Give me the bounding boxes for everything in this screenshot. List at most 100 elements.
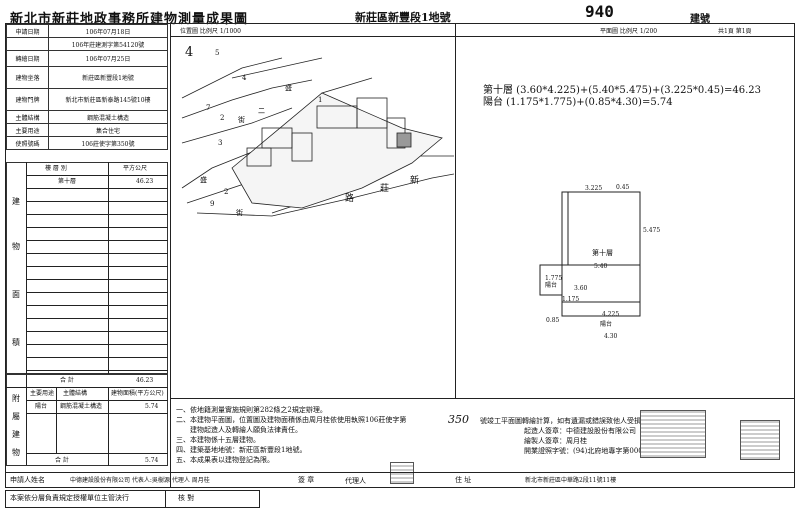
building-number: 940 <box>585 2 614 21</box>
vertical-label: 建 <box>12 430 20 439</box>
table-row: 建物坐落新莊區新豐段1地號 <box>6 66 168 89</box>
frame-divider <box>170 23 171 488</box>
plot-number: 2 <box>224 188 229 196</box>
vertical-label: 物 <box>12 242 20 251</box>
grid-line <box>26 331 168 332</box>
road-label: 盛 <box>285 84 292 92</box>
road-label: 街 <box>236 209 243 217</box>
total-value: 46.23 <box>136 377 154 384</box>
table-row: 建物門牌新北市新莊區新泰路145號10樓 <box>6 88 168 111</box>
road-label: 盛 <box>200 176 207 184</box>
annex-use: 陽台 <box>35 403 48 410</box>
balcony-label: 陽台 <box>545 282 558 289</box>
floor-header: 樓 層 別 <box>45 165 67 172</box>
annex-line <box>6 387 168 388</box>
page-indicator: 共1頁 第1頁 <box>718 28 752 35</box>
annex-total-value: 5.74 <box>145 457 159 464</box>
road-label: 新 <box>410 176 420 186</box>
grid-line <box>26 253 168 254</box>
dim-label: 0.85 <box>546 317 560 324</box>
notes-right: 號竣工平面圖轉繪計算，如有遺漏或錯誤致他人受損害者， 起造人簽章：中德建設股份有… <box>480 416 663 456</box>
dim-label: 5.40 <box>594 263 608 270</box>
land-section: 新莊區新豐段1地號 <box>355 11 451 24</box>
area-formula-floor: 第十層 (3.60*4.225)+(5.40*5.475)+(3.225*0.4… <box>483 85 762 96</box>
grid-line <box>26 266 168 267</box>
annex-total-label: 合 計 <box>55 457 69 464</box>
grid-line <box>26 188 168 189</box>
area-col-line-2 <box>108 162 109 374</box>
dim-label: 4.30 <box>604 333 618 340</box>
outer-frame <box>5 23 795 488</box>
agent-label: 代理人 <box>345 477 366 485</box>
footer-line <box>5 472 795 473</box>
notes-block: 一、依地籍測量實施規則第282條之2規定辦理。 二、本建物平面圖，位置圖及建物面… <box>176 405 406 465</box>
note-line: 五、本成果表以建物登記為限。 <box>176 456 274 464</box>
plot-number: 3 <box>218 139 223 147</box>
road-label: 街 <box>238 116 245 124</box>
annex-section <box>6 374 168 466</box>
personal-seal <box>740 420 780 460</box>
grid-line <box>26 227 168 228</box>
note-line: 一、依地籍測量實施規則第282條之2規定辦理。 <box>176 406 327 414</box>
floor-name: 第十層 <box>58 178 77 185</box>
annex-header-structure: 主體結構 <box>63 390 88 397</box>
verify-label: 核 對 <box>178 494 195 502</box>
area-header: 平方公尺 <box>123 165 148 172</box>
applicant-seal <box>390 462 414 484</box>
bottom-box <box>5 490 260 508</box>
annex-line <box>26 453 168 454</box>
table-row: 106年莊建測字第54120號 <box>6 37 168 51</box>
note-line: 開業證照字號：(94)北府地專字第000648號 <box>524 447 664 455</box>
plan-legend: 平面圖 比例尺 1/200 <box>600 28 658 35</box>
grid-line <box>26 357 168 358</box>
vertical-label: 積 <box>12 338 20 347</box>
dim-label: 4.225 <box>602 311 620 318</box>
grid-line <box>26 240 168 241</box>
note-line: 號竣工平面圖轉繪計算，如有遺漏或錯誤致他人受損害者， <box>480 417 662 425</box>
annex-area: 5.74 <box>145 403 159 410</box>
balcony-label-2: 陽台 <box>600 321 613 328</box>
total-label: 合 計 <box>60 377 74 384</box>
annex-header-use: 主要用途 <box>30 390 55 397</box>
vertical-label: 物 <box>12 448 20 457</box>
table-row: 主體結構鋼筋混凝土構造 <box>6 110 168 124</box>
road-label: 莊 <box>380 184 390 194</box>
authorization-note: 本案依分層負責規定授權單位主管決行 <box>10 494 129 502</box>
road-label: 路 <box>345 194 355 204</box>
address-value: 新北市新莊區中華路2段11號11樓 <box>525 477 617 484</box>
plot-number: 4 <box>185 45 194 60</box>
note-line: 三、本建物係十五層建物。 <box>176 436 260 444</box>
bottom-divider <box>165 490 166 508</box>
floor-plan-label: 第十層 <box>592 249 613 257</box>
grid-line <box>26 279 168 280</box>
note-line: 建物起造人及轉繪人願負法律責任。 <box>176 426 302 434</box>
annex-header-area: 建物面積(平方公尺) <box>111 390 164 397</box>
map-legend: 位置圖 比例尺 1/1000 <box>180 28 241 35</box>
dim-label: 1.175 <box>562 296 580 303</box>
floor-plan <box>539 191 641 317</box>
annex-line <box>26 413 168 414</box>
grid-line <box>26 344 168 345</box>
grid-line <box>26 175 168 176</box>
note-line: 二、本建物平面圖，位置圖及建物面積係由周月桂依使用執照106莊使字第 <box>176 416 407 424</box>
applicant-value: 中德建設股份有限公司 代表人:吳樹源 代理人 周月桂 <box>70 477 210 484</box>
area-section <box>6 162 168 374</box>
map-plan-divider <box>455 23 456 398</box>
plot-number: 4 <box>242 74 247 82</box>
company-seal <box>640 410 706 458</box>
handwritten-permit-no: 350 <box>448 413 469 426</box>
vertical-label: 屬 <box>12 412 20 421</box>
table-row: 主要用途集合住宅 <box>6 123 168 137</box>
vertical-label: 面 <box>12 290 20 299</box>
plot-number: 1 <box>318 96 323 104</box>
annex-line <box>26 400 168 401</box>
grid-line <box>26 305 168 306</box>
dim-label: 3.60 <box>574 285 588 292</box>
annex-structure: 鋼筋混凝土構造 <box>60 403 103 410</box>
grid-line <box>26 214 168 215</box>
dim-label: 5.475 <box>643 227 661 234</box>
annex-col <box>108 387 109 466</box>
